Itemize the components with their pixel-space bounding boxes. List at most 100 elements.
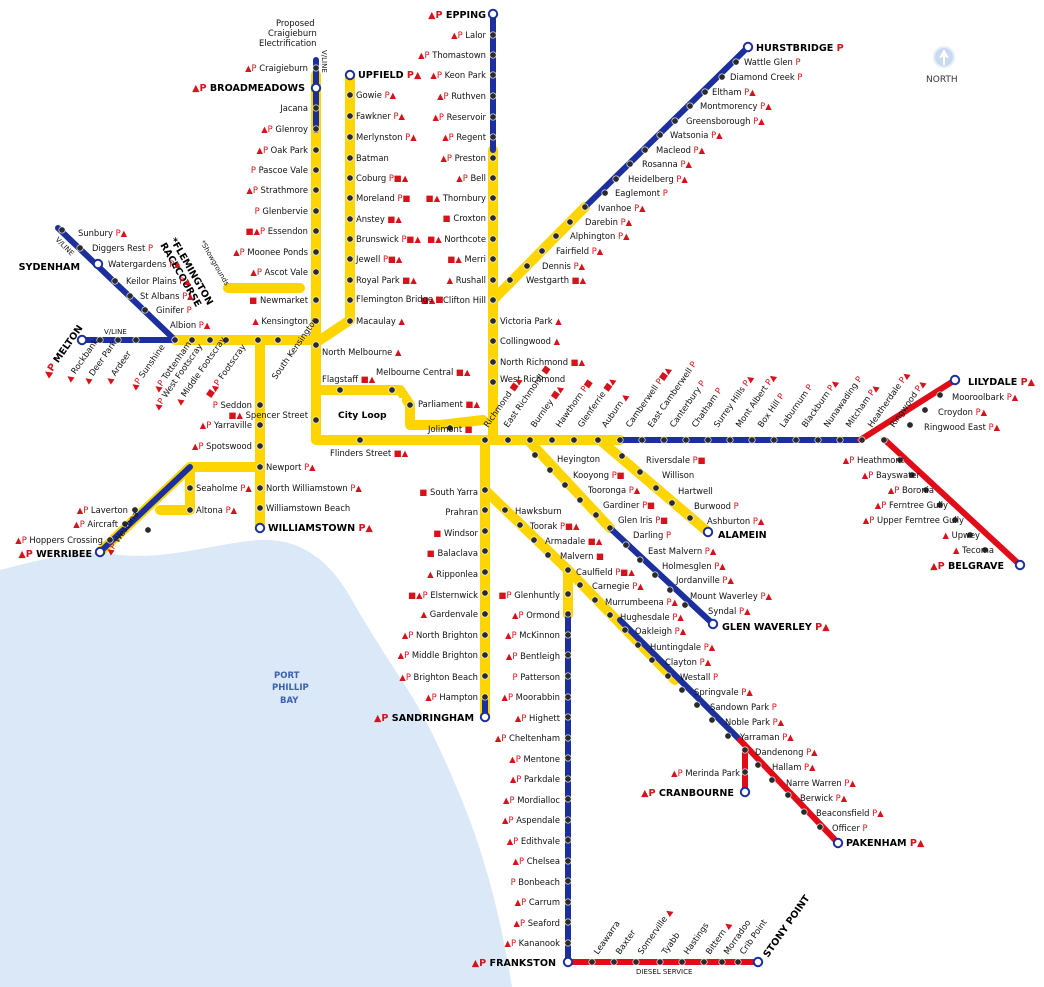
station-dot-mountwaverley[interactable] [666,586,674,594]
station-label-hallam[interactable]: Hallam P▲ [772,762,816,772]
station-dot-gardiner[interactable] [576,496,584,504]
station-label-noblepark[interactable]: Noble Park P▲ [725,717,785,727]
station-dot-eltham[interactable] [701,88,709,96]
station-label-sandringham[interactable]: ▲P SANDRINGHAM [374,713,474,724]
station-label-spencerstreet[interactable]: ■▲ Spencer Street [229,410,309,420]
station-dot-kensington[interactable] [312,317,320,325]
station-label-willison[interactable]: Willison [662,470,694,480]
station-label-eaglemont[interactable]: Eaglemont P [615,188,668,198]
station-dot-blackburn[interactable] [792,436,800,444]
station-dot-pascoevale[interactable] [312,166,320,174]
station-label-hartwell[interactable]: Hartwell [678,486,713,496]
station-dot-glenferrie[interactable] [570,436,578,444]
station-label-syndal[interactable]: Syndal P▲ [708,606,751,616]
station-dot-ferntreegully[interactable] [936,501,944,509]
station-dot-aspendale[interactable] [564,816,572,824]
station-label-macaulay[interactable]: Macaulay ▲ [356,316,405,326]
station-label-parkdale[interactable]: ▲P Parkdale [510,774,560,784]
station-dot-tyabb[interactable] [656,958,664,966]
station-label-ginifer[interactable]: Ginifer P [156,305,192,315]
station-dot-toorak[interactable] [516,521,524,529]
station-label-malvern[interactable]: Malvern ■ [560,551,604,561]
station-dot-southyarra[interactable] [481,486,489,494]
station-label-edithvale[interactable]: ▲P Edithvale [507,836,560,846]
station-dot-royalpark[interactable] [346,276,354,284]
station-label-darebin[interactable]: Darebin P▲ [585,217,633,227]
station-label-williamstownbeach[interactable]: Williamstown Beach [266,503,350,513]
station-label-ascotvale[interactable]: ▲P Ascot Vale [250,267,308,277]
station-label-gardiner[interactable]: Gardiner P■ [603,500,655,510]
station-dot-belgrave[interactable] [1014,559,1026,571]
station-dot-bayswater[interactable] [908,471,916,479]
station-dot-morradoo[interactable] [718,958,726,966]
station-dot-sunshine[interactable] [171,336,179,344]
station-dot-glenbervie[interactable] [312,207,320,215]
station-dot-mooroolbark[interactable] [936,391,944,399]
station-label-strathmore[interactable]: ▲P Strathmore [246,185,308,195]
station-dot-merri[interactable] [489,255,497,263]
station-dot-stonypoint[interactable] [752,956,764,968]
station-label-keonpark[interactable]: ▲P Keon Park [430,70,486,80]
station-label-newmarket[interactable]: ■ Newmarket [249,295,308,305]
station-dot-ormond[interactable] [564,610,572,618]
station-dot-brunswick[interactable] [346,235,354,243]
station-label-seaholme[interactable]: Seaholme P▲ [196,483,252,493]
station-label-middlebrighton[interactable]: ▲P Middle Brighton [398,650,478,660]
station-label-thornbury[interactable]: ■▲ Thornbury [426,193,486,203]
station-label-glenhuntly[interactable]: ■P Glenhuntly [499,590,560,600]
station-label-ferntreegully[interactable]: ▲P Ferntree Gully [875,500,948,510]
station-label-lalor[interactable]: ▲P Lalor [451,30,486,40]
station-dot-melton[interactable] [76,334,88,346]
station-dot-caulfield[interactable] [564,566,572,574]
station-dot-jordanville[interactable] [651,571,659,579]
station-dot-reservoir[interactable] [489,113,497,121]
station-label-macleod[interactable]: Macleod P▲ [656,145,706,155]
station-label-hughesdale[interactable]: Hughesdale P▲ [620,612,684,622]
station-dot-boronia[interactable] [922,486,930,494]
station-label-victoriapark[interactable]: Victoria Park ▲ [500,316,562,326]
station-label-flemingtonbridge[interactable]: Flemington Bridge ■ [356,294,444,304]
station-label-ringwoodeast[interactable]: Ringwood East P▲ [924,422,1001,432]
station-label-kooyong[interactable]: Kooyong P■ [573,470,625,480]
station-dot-ginifer[interactable] [141,306,149,314]
station-dot-bentleigh[interactable] [564,651,572,659]
station-label-caulfield[interactable]: Caulfield P■▲ [576,567,635,577]
station-label-reservoir[interactable]: ▲P Reservoir [432,112,486,122]
station-dot-somerville[interactable] [632,958,640,966]
station-label-dandenong[interactable]: Dandenong P▲ [755,747,818,757]
station-dot-merlynston[interactable] [346,133,354,141]
station-dot-alphington[interactable] [552,232,560,240]
station-label-ashburton[interactable]: Ashburton P▲ [707,516,765,526]
station-label-albion[interactable]: Albion P▲ [170,320,211,330]
station-label-windsor[interactable]: ■ Windsor [433,528,478,538]
station-label-brightonbeach[interactable]: ▲P Brighton Beach [399,672,478,682]
station-label-frankston[interactable]: ▲P FRANKSTON [472,958,556,969]
station-dot-springvale[interactable] [678,686,686,694]
station-dot-heyington[interactable] [531,451,539,459]
station-label-holmesglen[interactable]: Holmesglen P▲ [662,561,726,571]
station-dot-boxhill[interactable] [748,436,756,444]
station-label-ripponlea[interactable]: ▲ Ripponlea [427,569,478,579]
station-dot-southkensington[interactable] [274,336,282,344]
station-dot-narrewarren[interactable] [768,776,776,784]
station-label-beaconsfield[interactable]: Beaconsfield P▲ [816,808,884,818]
station-label-upperferntreegully[interactable]: ▲P Upper Ferntree Gully [863,515,964,525]
station-label-westona[interactable]: ▲P Westona [103,509,140,556]
station-dot-eastmalvern[interactable] [622,541,630,549]
station-label-mooneeponds[interactable]: ▲P Moonee Ponds [233,247,308,257]
station-label-ivanhoe[interactable]: Ivanhoe P▲ [598,203,646,213]
station-label-craigieburn[interactable]: ▲P Craigieburn [245,63,308,73]
station-label-yarraville[interactable]: ▲P Yarraville [200,420,252,430]
station-dot-tooronga[interactable] [561,481,569,489]
station-dot-oakleigh[interactable] [621,626,629,634]
station-label-northbrighton[interactable]: ▲P North Brighton [402,630,478,640]
station-label-patterson[interactable]: P Patterson [513,672,560,682]
station-dot-mooneeponds[interactable] [312,248,320,256]
station-dot-glenroy[interactable] [312,125,320,133]
station-dot-seddon[interactable] [256,401,264,409]
station-label-berwick[interactable]: Berwick P▲ [800,793,848,803]
station-label-baxter[interactable]: Baxter [613,927,637,956]
station-dot-northcote[interactable] [489,235,497,243]
station-dot-eastcamberwell[interactable] [638,436,646,444]
station-dot-mckinnon[interactable] [564,631,572,639]
